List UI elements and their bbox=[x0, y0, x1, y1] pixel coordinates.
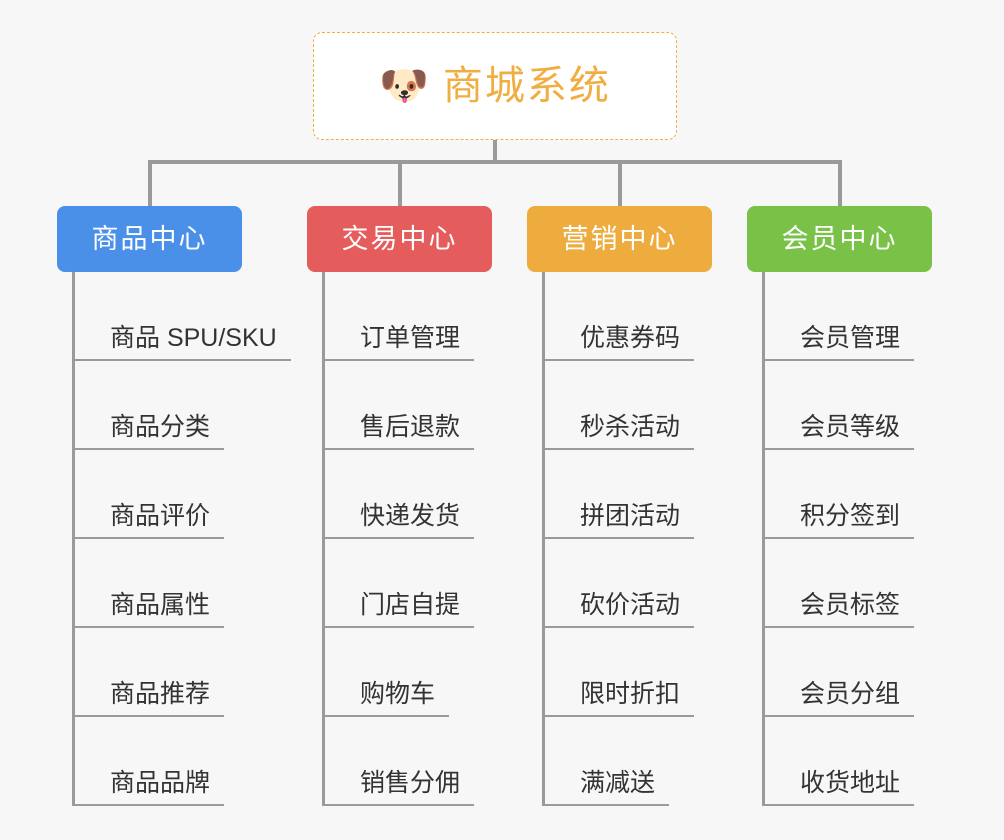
branch-drop-connector-2 bbox=[617, 160, 622, 206]
leaf-item[interactable]: 购物车 bbox=[322, 628, 450, 717]
leaf-item[interactable]: 门店自提 bbox=[322, 539, 475, 628]
leaf-item[interactable]: 砍价活动 bbox=[542, 539, 695, 628]
leaf-item[interactable]: 满减送 bbox=[542, 717, 670, 806]
category-label: 营销中心 bbox=[561, 223, 678, 254]
leaf-underline: 快递发货 bbox=[322, 501, 475, 539]
leaf-label: 购物车 bbox=[360, 679, 436, 708]
leaf-spine bbox=[322, 272, 325, 806]
leaf-underline: 优惠券码 bbox=[542, 323, 695, 361]
root-node-title: 商城系统 bbox=[442, 64, 611, 108]
leaf-underline: 会员标签 bbox=[762, 590, 915, 628]
root-stem-connector bbox=[493, 140, 497, 164]
leaf-item[interactable]: 售后退款 bbox=[322, 361, 475, 450]
leaf-underline: 购物车 bbox=[322, 679, 450, 717]
category-box-3[interactable]: 营销中心 bbox=[527, 206, 712, 272]
leaf-item[interactable]: 秒杀活动 bbox=[542, 361, 695, 450]
leaf-underline: 商品推荐 bbox=[72, 679, 225, 717]
leaf-item[interactable]: 商品分类 bbox=[72, 361, 225, 450]
leaf-label: 积分签到 bbox=[800, 501, 901, 530]
leaf-item[interactable]: 快递发货 bbox=[322, 450, 475, 539]
leaf-underline: 拼团活动 bbox=[542, 501, 695, 539]
leaf-item[interactable]: 积分签到 bbox=[762, 450, 915, 539]
leaf-label: 会员管理 bbox=[800, 323, 901, 352]
leaf-item[interactable]: 商品评价 bbox=[72, 450, 225, 539]
leaf-label: 会员标签 bbox=[800, 590, 901, 619]
category-label: 会员中心 bbox=[781, 223, 898, 254]
branch-drop-connector-1 bbox=[397, 160, 402, 206]
leaf-label: 订单管理 bbox=[360, 323, 461, 352]
leaf-label: 商品 SPU/SKU bbox=[110, 323, 277, 352]
leaf-spine bbox=[762, 272, 765, 806]
leaf-label: 销售分佣 bbox=[360, 768, 461, 797]
leaf-underline: 售后退款 bbox=[322, 412, 475, 450]
leaf-item[interactable]: 商品 SPU/SKU bbox=[72, 272, 291, 361]
leaf-item[interactable]: 会员管理 bbox=[762, 272, 915, 361]
leaf-underline: 砍价活动 bbox=[542, 590, 695, 628]
leaf-underline: 商品品牌 bbox=[72, 768, 225, 806]
leaf-label: 拼团活动 bbox=[580, 501, 681, 530]
leaf-underline: 门店自提 bbox=[322, 590, 475, 628]
leaf-underline: 订单管理 bbox=[322, 323, 475, 361]
category-box-1[interactable]: 商品中心 bbox=[57, 206, 242, 272]
leaf-label: 商品属性 bbox=[110, 590, 211, 619]
leaf-item[interactable]: 会员等级 bbox=[762, 361, 915, 450]
leaf-item[interactable]: 会员分组 bbox=[762, 628, 915, 717]
horizontal-bus-connector bbox=[147, 160, 842, 164]
leaf-underline: 销售分佣 bbox=[322, 768, 475, 806]
leaf-label: 满减送 bbox=[580, 768, 656, 797]
leaf-label: 优惠券码 bbox=[580, 323, 681, 352]
leaf-label: 收货地址 bbox=[800, 768, 901, 797]
leaf-underline: 满减送 bbox=[542, 768, 670, 806]
leaf-label: 售后退款 bbox=[360, 412, 461, 441]
leaf-underline: 商品属性 bbox=[72, 590, 225, 628]
leaf-label: 商品品牌 bbox=[110, 768, 211, 797]
leaf-label: 快递发货 bbox=[360, 501, 461, 530]
leaf-item[interactable]: 订单管理 bbox=[322, 272, 475, 361]
shiba-dog-face-icon: 🐶 bbox=[379, 64, 429, 108]
category-label: 商品中心 bbox=[91, 223, 208, 254]
branch-drop-connector-0 bbox=[147, 160, 152, 206]
leaf-label: 商品评价 bbox=[110, 501, 211, 530]
leaf-label: 会员等级 bbox=[800, 412, 901, 441]
leaf-underline: 会员分组 bbox=[762, 679, 915, 717]
leaf-item[interactable]: 会员标签 bbox=[762, 539, 915, 628]
leaf-spine bbox=[72, 272, 75, 806]
leaf-spine bbox=[542, 272, 545, 806]
leaf-label: 限时折扣 bbox=[580, 679, 681, 708]
leaf-underline: 积分签到 bbox=[762, 501, 915, 539]
leaf-item[interactable]: 商品属性 bbox=[72, 539, 225, 628]
leaf-underline: 商品评价 bbox=[72, 501, 225, 539]
leaf-underline: 秒杀活动 bbox=[542, 412, 695, 450]
leaf-underline: 商品 SPU/SKU bbox=[72, 323, 291, 361]
leaf-item[interactable]: 限时折扣 bbox=[542, 628, 695, 717]
root-node[interactable]: 🐶 商城系统 bbox=[313, 32, 677, 140]
leaf-item[interactable]: 优惠券码 bbox=[542, 272, 695, 361]
leaf-item[interactable]: 商品品牌 bbox=[72, 717, 225, 806]
leaf-underline: 商品分类 bbox=[72, 412, 225, 450]
leaf-label: 商品推荐 bbox=[110, 679, 211, 708]
leaf-item[interactable]: 拼团活动 bbox=[542, 450, 695, 539]
branch-drop-connector-3 bbox=[837, 160, 842, 206]
category-box-4[interactable]: 会员中心 bbox=[747, 206, 932, 272]
category-box-2[interactable]: 交易中心 bbox=[307, 206, 492, 272]
leaf-underline: 限时折扣 bbox=[542, 679, 695, 717]
leaf-underline: 收货地址 bbox=[762, 768, 915, 806]
leaf-label: 门店自提 bbox=[360, 590, 461, 619]
leaf-label: 商品分类 bbox=[110, 412, 211, 441]
leaf-label: 会员分组 bbox=[800, 679, 901, 708]
leaf-underline: 会员管理 bbox=[762, 323, 915, 361]
category-label: 交易中心 bbox=[341, 223, 458, 254]
leaf-item[interactable]: 收货地址 bbox=[762, 717, 915, 806]
leaf-underline: 会员等级 bbox=[762, 412, 915, 450]
leaf-label: 秒杀活动 bbox=[580, 412, 681, 441]
leaf-item[interactable]: 商品推荐 bbox=[72, 628, 225, 717]
leaf-item[interactable]: 销售分佣 bbox=[322, 717, 475, 806]
leaf-label: 砍价活动 bbox=[580, 590, 681, 619]
